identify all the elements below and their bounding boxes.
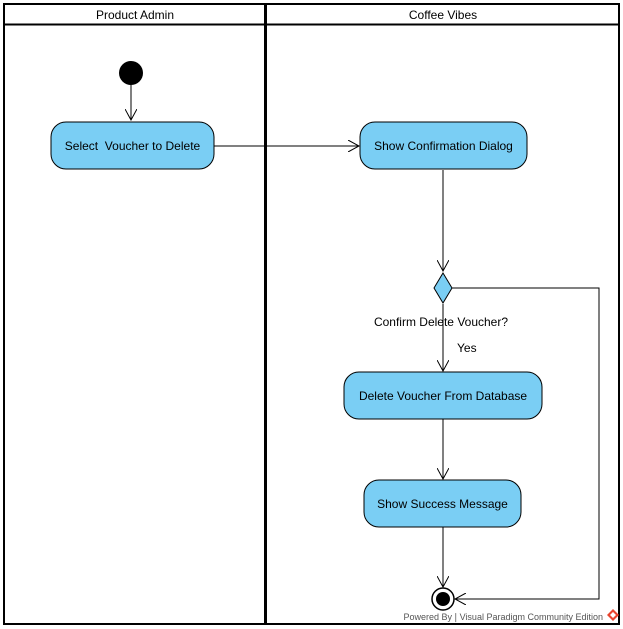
visual-paradigm-logo-icon — [607, 609, 619, 621]
action-delete-voucher-label: Delete Voucher From Database — [359, 389, 527, 403]
watermark-text: Powered By❘Visual Paradigm Community Edi… — [404, 612, 603, 623]
action-delete-voucher[interactable]: Delete Voucher From Database — [343, 371, 543, 420]
final-node[interactable] — [431, 587, 455, 611]
decision-node[interactable] — [433, 272, 453, 304]
action-show-success-label: Show Success Message — [377, 497, 508, 511]
lane-header-product-admin: Product Admin — [96, 8, 174, 22]
action-select-voucher-label: Select Voucher to Delete — [65, 139, 201, 153]
initial-node[interactable] — [119, 61, 143, 85]
decision-yes-guard: Yes — [457, 341, 477, 355]
control-flows — [131, 85, 600, 599]
action-show-confirmation-label: Show Confirmation Dialog — [374, 139, 513, 153]
action-select-voucher[interactable]: Select Voucher to Delete — [50, 121, 215, 170]
action-show-confirmation[interactable]: Show Confirmation Dialog — [359, 121, 528, 170]
lane-header-coffee-vibes: Coffee Vibes — [409, 8, 477, 22]
decision-question-label: Confirm Delete Voucher? — [374, 315, 508, 329]
swimlane-frame — [3, 3, 620, 625]
action-show-success[interactable]: Show Success Message — [363, 479, 522, 528]
flow-decision-no-to-final — [452, 287, 600, 599]
